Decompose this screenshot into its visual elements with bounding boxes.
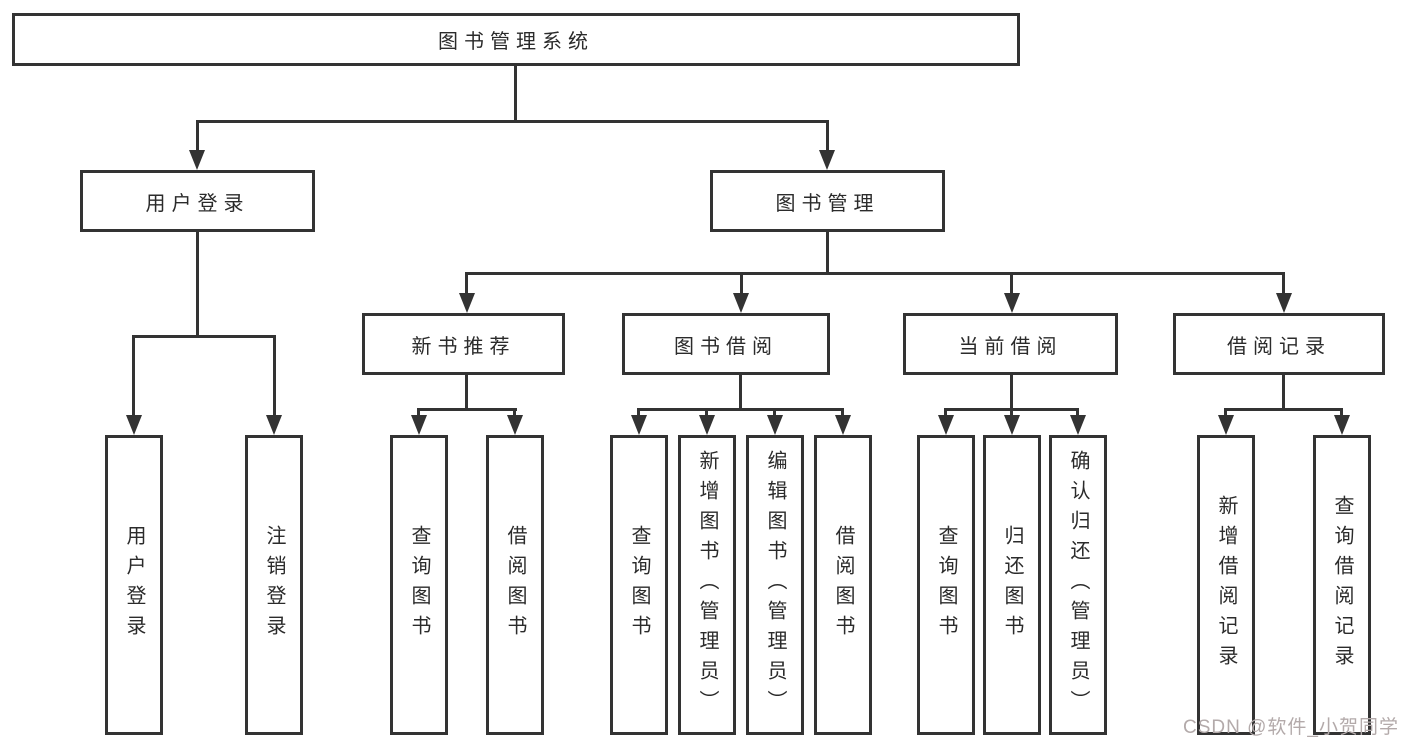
node-user-login: 用户登录 xyxy=(80,170,315,232)
node-library-system: 图书管理系统 xyxy=(12,13,1020,66)
leaf-add-borrow-record-label: 新增借阅记录 xyxy=(1215,495,1237,675)
connector-vline xyxy=(841,411,844,415)
leaf-return-book-label: 归还图书 xyxy=(1001,525,1023,645)
leaf-borrow-books-label: 借阅图书 xyxy=(832,525,854,645)
node-new-book-recommend-label: 新书推荐 xyxy=(411,335,516,358)
leaf-borrow-books: 借阅图书 xyxy=(814,435,872,735)
node-new-book-recommend: 新书推荐 xyxy=(362,313,565,375)
connector-vline xyxy=(1340,411,1343,415)
arrowhead-down-icon xyxy=(1004,415,1020,435)
arrowhead-down-icon xyxy=(1218,415,1234,435)
connector-vline xyxy=(273,338,276,415)
leaf-query-books-borrow: 查询图书 xyxy=(610,435,668,735)
connector-hline xyxy=(417,408,517,411)
leaf-add-book-admin: 新增图书（管理员） xyxy=(678,435,736,735)
leaf-user-login: 用户登录 xyxy=(105,435,163,735)
connector-vline xyxy=(1282,275,1285,293)
arrowhead-down-icon xyxy=(126,415,142,435)
arrowhead-down-icon xyxy=(767,415,783,435)
leaf-borrow-books-recommend: 借阅图书 xyxy=(486,435,544,735)
connector-vline xyxy=(773,411,776,415)
leaf-query-books-current-label: 查询图书 xyxy=(935,525,957,645)
arrowhead-down-icon xyxy=(1334,415,1350,435)
arrowhead-down-icon xyxy=(411,415,427,435)
connector-vline xyxy=(826,232,829,272)
connector-hline xyxy=(944,408,1079,411)
node-current-borrow-label: 当前借阅 xyxy=(958,335,1063,358)
node-book-borrow: 图书借阅 xyxy=(622,313,830,375)
connector-vline xyxy=(739,375,742,408)
connector-vline xyxy=(826,123,829,150)
connector-hline xyxy=(637,408,844,411)
connector-vline xyxy=(1282,375,1285,408)
arrowhead-down-icon xyxy=(699,415,715,435)
leaf-user-login-label: 用户登录 xyxy=(123,525,145,645)
leaf-confirm-return-admin-label: 确认归还（管理员） xyxy=(1067,450,1089,720)
connector-vline xyxy=(740,275,743,293)
leaf-logout: 注销登录 xyxy=(245,435,303,735)
connector-hline xyxy=(1224,408,1343,411)
node-library-system-label: 图书管理系统 xyxy=(438,31,594,53)
leaf-query-books-recommend-label: 查询图书 xyxy=(408,525,430,645)
leaf-logout-label: 注销登录 xyxy=(263,525,285,645)
arrowhead-down-icon xyxy=(507,415,523,435)
arrowhead-down-icon xyxy=(266,415,282,435)
leaf-confirm-return-admin: 确认归还（管理员） xyxy=(1049,435,1107,735)
connector-vline xyxy=(1010,411,1013,415)
leaf-return-book: 归还图书 xyxy=(983,435,1041,735)
arrowhead-down-icon xyxy=(733,293,749,313)
arrowhead-down-icon xyxy=(1276,293,1292,313)
connector-vline xyxy=(1010,375,1013,408)
connector-vline xyxy=(196,123,199,150)
connector-vline xyxy=(132,338,135,415)
arrowhead-down-icon xyxy=(1070,415,1086,435)
connector-vline xyxy=(1076,411,1079,415)
connector-vline xyxy=(465,375,468,408)
connector-hline xyxy=(465,272,1285,275)
node-borrow-records-label: 借阅记录 xyxy=(1227,335,1331,358)
node-user-login-label: 用户登录 xyxy=(145,192,250,215)
connector-hline xyxy=(132,335,276,338)
arrowhead-down-icon xyxy=(459,293,475,313)
node-book-borrow-label: 图书借阅 xyxy=(674,335,778,358)
arrowhead-down-icon xyxy=(189,150,205,170)
connector-vline xyxy=(514,66,517,120)
connector-hline xyxy=(196,120,829,123)
arrowhead-down-icon xyxy=(1004,293,1020,313)
leaf-edit-book-admin: 编辑图书（管理员） xyxy=(746,435,804,735)
csdn-watermark: CSDN @软件_小贺同学 xyxy=(1183,717,1399,738)
leaf-borrow-books-recommend-label: 借阅图书 xyxy=(504,525,526,645)
connector-vline xyxy=(637,411,640,415)
connector-vline xyxy=(417,411,420,415)
node-book-management-label: 图书管理 xyxy=(775,192,880,215)
node-current-borrow: 当前借阅 xyxy=(903,313,1118,375)
leaf-query-borrow-record: 查询借阅记录 xyxy=(1313,435,1371,735)
arrowhead-down-icon xyxy=(819,150,835,170)
node-borrow-records: 借阅记录 xyxy=(1173,313,1385,375)
leaf-add-borrow-record: 新增借阅记录 xyxy=(1197,435,1255,735)
connector-vline xyxy=(196,232,199,335)
connector-vline xyxy=(1010,275,1013,293)
leaf-query-borrow-record-label: 查询借阅记录 xyxy=(1331,495,1353,675)
connector-vline xyxy=(944,411,947,415)
arrowhead-down-icon xyxy=(835,415,851,435)
leaf-query-books-current: 查询图书 xyxy=(917,435,975,735)
leaf-edit-book-admin-label: 编辑图书（管理员） xyxy=(764,450,786,720)
leaf-query-books-borrow-label: 查询图书 xyxy=(628,525,650,645)
arrowhead-down-icon xyxy=(938,415,954,435)
leaf-add-book-admin-label: 新增图书（管理员） xyxy=(696,450,718,720)
node-book-management: 图书管理 xyxy=(710,170,945,232)
connector-vline xyxy=(513,411,516,415)
connector-vline xyxy=(465,275,468,293)
connector-vline xyxy=(1224,411,1227,415)
arrowhead-down-icon xyxy=(631,415,647,435)
connector-vline xyxy=(705,411,708,415)
leaf-query-books-recommend: 查询图书 xyxy=(390,435,448,735)
